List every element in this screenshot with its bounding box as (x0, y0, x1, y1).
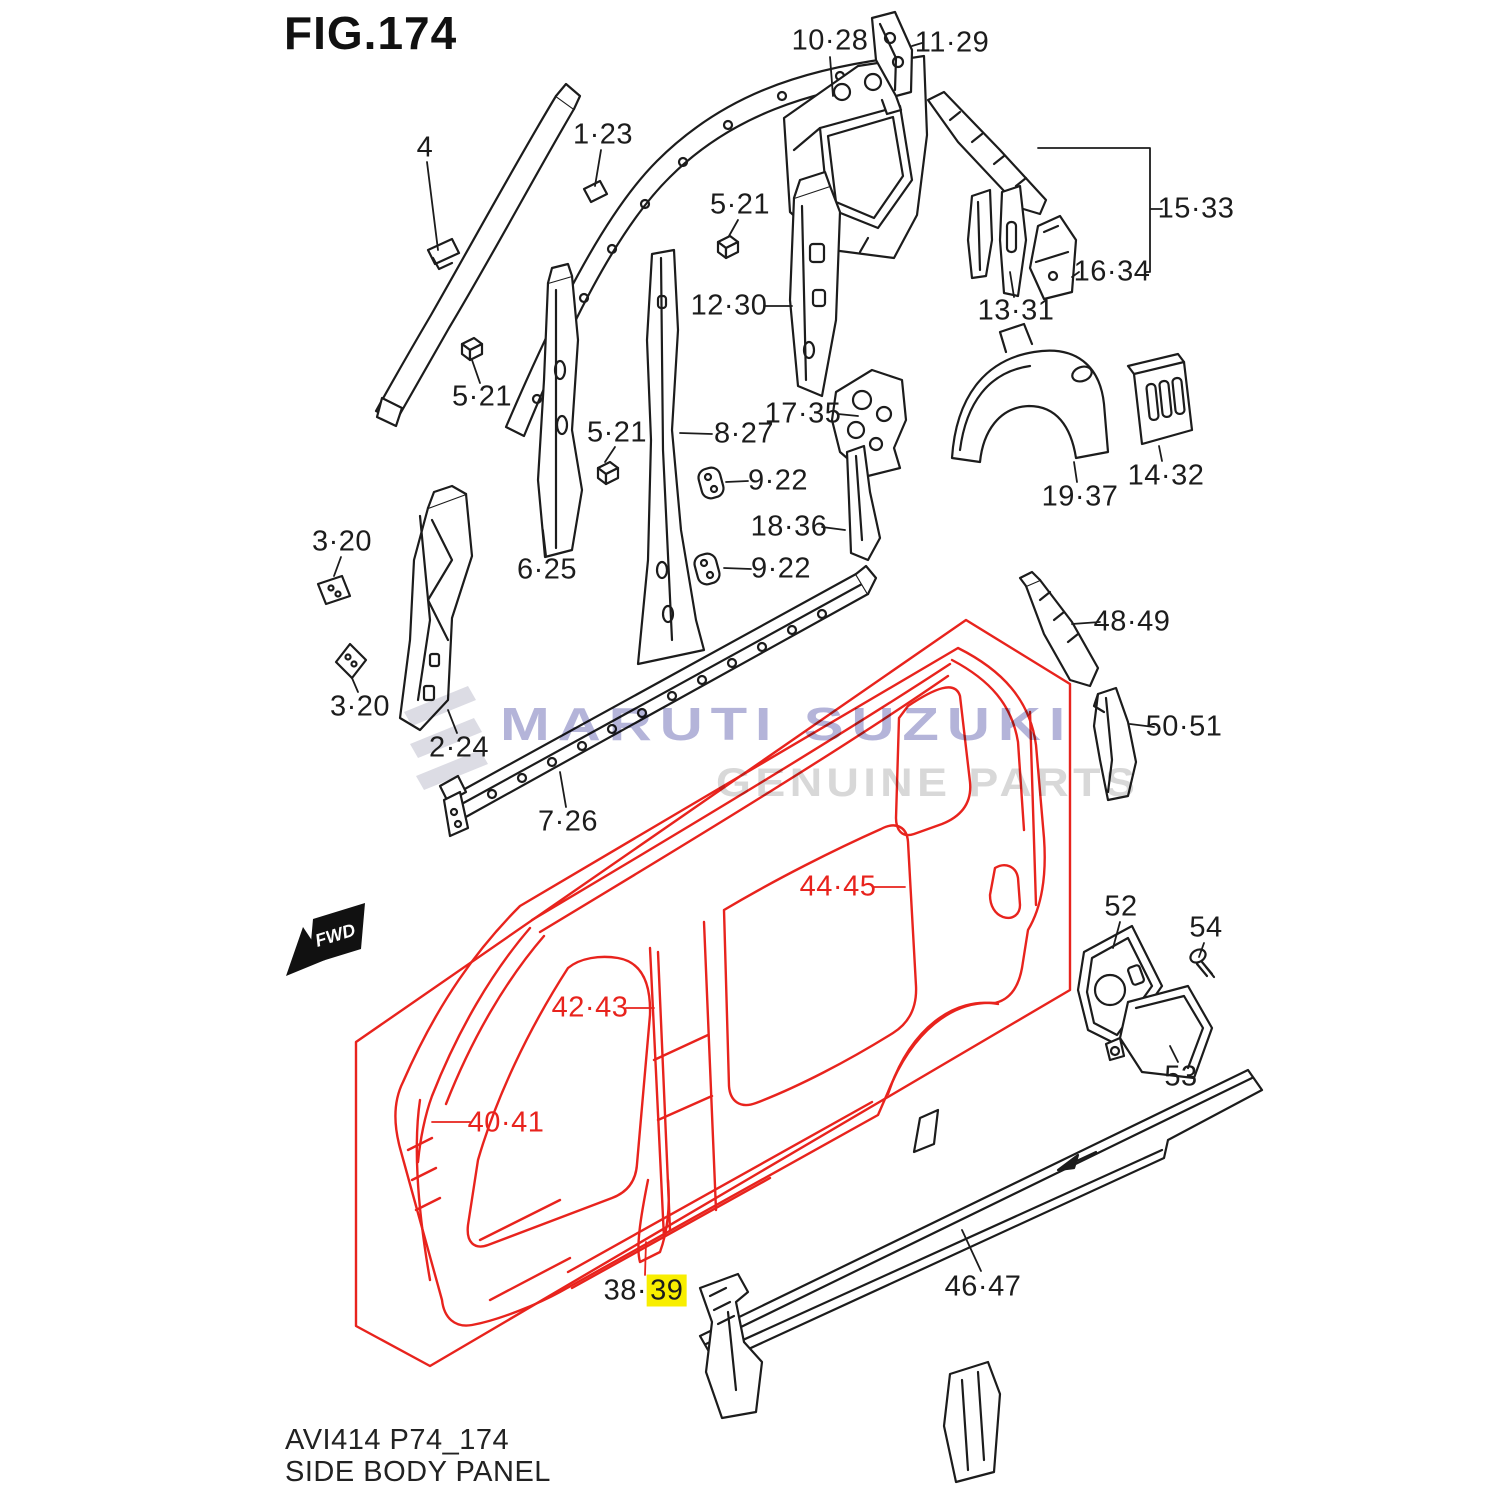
callout-16-34[interactable]: 16·34 (1073, 255, 1151, 288)
part-7-sill-inner-drawing (440, 566, 876, 836)
callout-18-36[interactable]: 18·36 (750, 510, 828, 543)
callout-38-prefix: 38· (603, 1274, 648, 1307)
callout-11-29[interactable]: 11·29 (914, 26, 990, 59)
callout-5-21-c[interactable]: 5·21 (586, 416, 648, 449)
callout-4[interactable]: 4 (416, 131, 434, 164)
callout-3-20-b[interactable]: 3·20 (329, 690, 391, 723)
part-46-sill-outer-drawing (700, 1070, 1262, 1482)
callout-3-20-a[interactable]: 3·20 (311, 525, 373, 558)
part-6-pillar-inner-drawing (538, 264, 582, 557)
part-11-rail-upper-rear-drawing (872, 12, 912, 114)
callout-42-43[interactable]: 42·43 (551, 991, 629, 1024)
callout-48-49[interactable]: 48·49 (1093, 605, 1171, 638)
figure-code: AVI414 P74_174 (285, 1424, 510, 1456)
callout-46-47[interactable]: 46·47 (944, 1270, 1022, 1303)
part-50-extension-lower-drawing (1094, 688, 1136, 800)
callout-8-27[interactable]: 8·27 (713, 417, 775, 450)
part-14-vent-panel-drawing (1128, 354, 1192, 444)
part-53-fuel-lid-drawing (1106, 986, 1212, 1078)
callout-50-51[interactable]: 50·51 (1145, 710, 1223, 743)
callout-9-22-a[interactable]: 9·22 (747, 464, 809, 497)
callout-7-26[interactable]: 7·26 (537, 805, 599, 838)
part-9-plates-drawing (692, 466, 725, 587)
part-48-extension-rail-drawing (1020, 572, 1098, 686)
highlight-bounding-box (356, 620, 1070, 1366)
callout-54[interactable]: 54 (1189, 911, 1223, 944)
part-19-wheel-housing-drawing (952, 324, 1108, 462)
fwd-flag-shape (309, 903, 365, 965)
red-leader-lines (432, 887, 905, 1275)
callout-14-32[interactable]: 14·32 (1127, 459, 1205, 492)
part-3-plates-drawing (318, 576, 366, 678)
callout-44-45[interactable]: 44·45 (799, 870, 877, 903)
callout-5-21-b[interactable]: 5·21 (451, 380, 513, 413)
part-4-roof-rail-drawing (376, 84, 580, 426)
callout-17-35[interactable]: 17·35 (764, 397, 842, 430)
callout-52[interactable]: 52 (1104, 890, 1138, 923)
callout-39-highlighted[interactable]: 39 (647, 1274, 687, 1307)
callout-9-22-b[interactable]: 9·22 (750, 552, 812, 585)
part-5-clips-drawing (462, 236, 738, 484)
part-54-screw-drawing (1188, 947, 1214, 977)
part-18-strip-drawing (847, 446, 880, 560)
callout-53[interactable]: 53 (1164, 1060, 1198, 1093)
callout-13-31[interactable]: 13·31 (977, 294, 1055, 327)
callout-40-41[interactable]: 40·41 (467, 1106, 545, 1139)
fwd-arrowhead-icon (286, 927, 325, 976)
figure-title: FIG.174 (284, 7, 458, 59)
callout-12-30[interactable]: 12·30 (690, 289, 768, 322)
part-17-wheelhouse-drawing (832, 370, 906, 476)
callout-10-28[interactable]: 10·28 (791, 24, 869, 57)
callout-15-33[interactable]: 15·33 (1157, 192, 1235, 225)
part-16-bracket-drawing (1030, 216, 1076, 299)
callout-5-21-a[interactable]: 5·21 (709, 188, 771, 221)
figure-name: SIDE BODY PANEL (285, 1456, 551, 1488)
fwd-marker: FWD (286, 903, 365, 976)
part-15-quarter-rail-strip-drawing (928, 92, 1046, 214)
leader-lines (334, 43, 1204, 1271)
callout-1-23[interactable]: 1·23 (572, 118, 634, 151)
part-12-pillar-upper-drawing (790, 172, 840, 396)
highlighted-side-panel-assembly (356, 620, 1070, 1366)
callout-6-25[interactable]: 6·25 (516, 553, 578, 586)
callout-38-39[interactable]: 38·39 (603, 1274, 687, 1308)
part-2-front-pillar-inner-drawing (400, 486, 472, 730)
callout-19-37[interactable]: 19·37 (1041, 480, 1119, 513)
callout-2-24[interactable]: 2·24 (428, 731, 490, 764)
part-13-strip-drawing (968, 186, 1026, 296)
part-8-center-pillar-drawing (638, 250, 704, 664)
